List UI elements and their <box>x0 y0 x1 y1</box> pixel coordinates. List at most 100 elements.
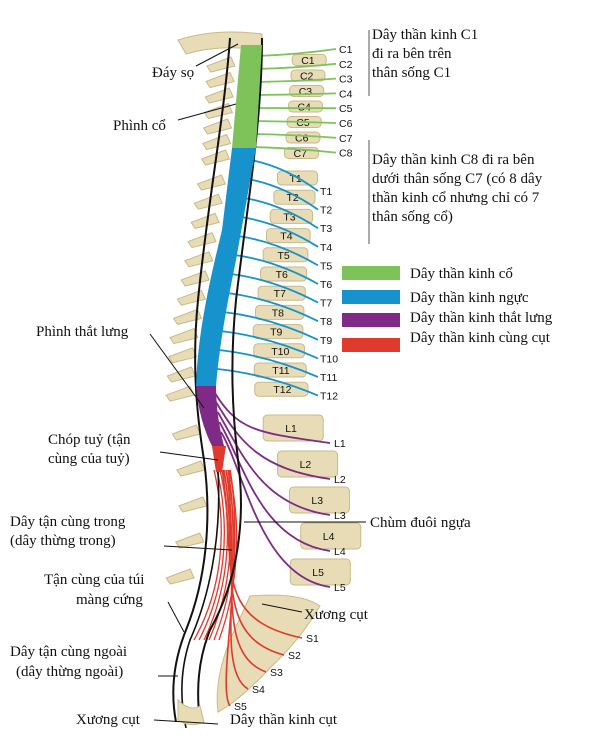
nerve-label: C6 <box>339 118 353 130</box>
cervical-enlargement-label: Phình cổ <box>113 118 166 134</box>
nerve-root <box>218 421 331 552</box>
thoracic-cord-segment <box>196 148 256 386</box>
vertebra-label: T8 <box>272 307 284 319</box>
vertebra-label: T12 <box>273 384 291 396</box>
c1-note-line-1: Dây thần kinh C1 <box>372 27 478 43</box>
nerve-label: L2 <box>334 474 346 486</box>
filum-internum-leader <box>163 545 233 551</box>
nerve-root <box>237 235 319 267</box>
vertebra-label: T7 <box>274 288 286 300</box>
vertebra-process <box>171 424 202 441</box>
dura-left-line <box>172 37 231 723</box>
vertebra-label: T11 <box>272 365 289 377</box>
vertebra-label: C5 <box>296 117 310 129</box>
cervical-enlargement-leader <box>177 103 237 121</box>
filum-externum-label-line-2: (dây thừng ngoài) <box>16 664 123 680</box>
filum-terminale-line <box>181 471 220 729</box>
nerve-label: T3 <box>320 223 332 235</box>
vertebra-process <box>190 212 220 229</box>
nerve-root <box>220 431 331 588</box>
vertebra-label: C1 <box>301 55 315 67</box>
legend-label-cervical: Dây thần kinh cổ <box>410 266 513 282</box>
cervical-cord-segment <box>232 45 262 148</box>
coccyx-right-label: Xương cụt <box>304 607 369 623</box>
nerve-root <box>253 120 337 124</box>
vertebra-label: C7 <box>294 148 308 160</box>
nerve-root <box>252 133 337 139</box>
nerve-root <box>219 330 319 360</box>
conus-medullaris-segment <box>212 446 226 472</box>
filum-externum-label-line-1: Dây tận cùng ngoài <box>10 644 127 660</box>
vertebra-label: L1 <box>285 423 297 435</box>
legend-swatch-lumbar <box>342 313 400 327</box>
vertebra-process <box>178 496 208 513</box>
vertebra-label: C6 <box>295 133 309 145</box>
c8-note-line-2: dưới thân sống C7 (có 8 dây <box>372 171 543 187</box>
vertebra-body <box>269 208 314 224</box>
vertebra-label: L2 <box>300 459 312 471</box>
c8-note-line-3: thần kinh cổ nhưng chỉ có 7 <box>372 190 540 206</box>
nerve-label: C8 <box>339 148 353 160</box>
dural-sac-leader <box>167 601 185 633</box>
vertebra-body <box>262 247 309 263</box>
nerve-root <box>217 368 319 397</box>
nerve-root <box>216 411 331 516</box>
vertebra-label: T4 <box>280 231 292 243</box>
nerve-label: S5 <box>234 701 247 713</box>
coccyx-left-leader <box>153 719 219 725</box>
c1-note-line-3: thân sống C1 <box>372 65 451 81</box>
nerve-root <box>240 216 319 248</box>
legend-swatch-thoracic <box>342 290 400 304</box>
legend-swatch-cervical <box>342 266 400 280</box>
dural-sac-label-line-1: Tận cùng của túi <box>44 572 144 588</box>
nerve-label: T4 <box>320 242 332 254</box>
vertebra-label: T6 <box>276 269 288 281</box>
vertebra-process <box>176 289 207 306</box>
nerve-label: S2 <box>288 650 301 662</box>
vertebra-process <box>187 231 217 249</box>
nerve-label: T6 <box>320 279 332 291</box>
legend-label-thoracic: Dây thần kinh ngực <box>410 290 529 306</box>
coccyx-left-label: Xương cụt <box>76 712 141 728</box>
vertebra-body <box>300 522 362 550</box>
vertebra-process <box>206 56 236 73</box>
legend: Dây thần kinh cổ Dây thần kinh ngực Dây … <box>342 266 553 352</box>
vertebra-label: L5 <box>312 567 324 579</box>
nerve-label: L5 <box>334 582 346 594</box>
nerve-root <box>234 254 319 285</box>
nerve-root <box>254 92 337 96</box>
vertebra-process <box>204 87 234 104</box>
nerve-root <box>223 311 319 341</box>
coccygeal-nerve-label: Dây thần kinh cụt <box>230 712 338 728</box>
vertebra-label: L3 <box>311 495 323 507</box>
c8-note-line-1: Dây thần kinh C8 đi ra bên <box>372 152 535 168</box>
nerve-label: L1 <box>334 438 346 450</box>
nerve-root <box>213 391 331 444</box>
nerve-root <box>250 159 319 192</box>
cauda-equina-strand <box>203 469 229 641</box>
vertebra-label: L4 <box>323 531 335 543</box>
legend-swatch-sacral <box>342 338 400 352</box>
nerve-label: S1 <box>306 633 319 645</box>
c8-note-line-4: thân sống cổ) <box>372 209 453 225</box>
vertebra-process <box>169 327 199 345</box>
nerve-label: C4 <box>339 88 353 100</box>
nerve-label: S4 <box>252 684 265 696</box>
nerve-root <box>218 349 319 378</box>
conus-label-line-1: Chóp tuỷ (tận <box>48 432 131 448</box>
vertebra-process <box>180 270 210 287</box>
vertebra-process <box>202 118 233 135</box>
vertebra-label: C3 <box>299 86 313 98</box>
nerve-root <box>256 62 337 70</box>
nerve-label: C7 <box>339 133 353 145</box>
skull-base-leader <box>195 43 239 67</box>
vertebra-process <box>201 133 232 151</box>
coccyx-bone <box>177 698 205 726</box>
lumbar-enlargement-label: Phình thắt lưng <box>36 324 129 340</box>
nerve-root <box>225 469 236 707</box>
nerve-label: T10 <box>320 353 338 365</box>
vertebra-process <box>196 174 227 191</box>
nerve-root <box>243 197 319 229</box>
